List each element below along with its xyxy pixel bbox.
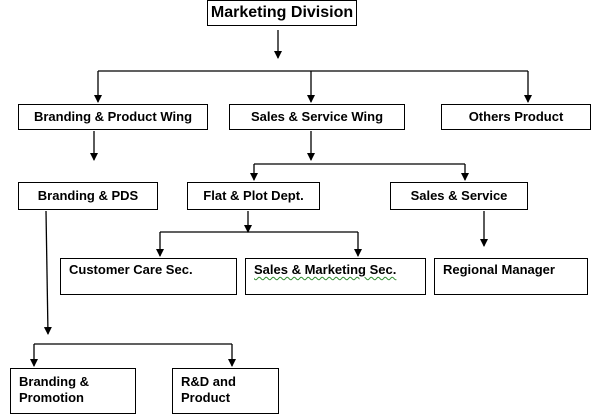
node-label: Customer Care Sec. bbox=[69, 262, 193, 277]
node-label-line1: Branding & bbox=[19, 374, 90, 389]
node-label: Sales & Service Wing bbox=[250, 109, 384, 124]
node-label: Flat & Plot Dept. bbox=[203, 188, 304, 203]
node-label: Branding & Product Wing bbox=[33, 109, 193, 124]
node-label-line2: Promotion bbox=[19, 390, 84, 405]
node-label: Sales & Marketing Sec. bbox=[254, 262, 397, 277]
node-customer-care-sec: Customer Care Sec. bbox=[60, 258, 237, 295]
node-label: Sales & Service bbox=[410, 188, 508, 203]
node-label: Branding & PDS bbox=[37, 188, 139, 203]
node-regional-manager: Regional Manager bbox=[434, 258, 588, 295]
node-branding-pds: Branding & PDS bbox=[18, 182, 158, 210]
node-label: Others Product bbox=[468, 109, 564, 124]
node-marketing-division: Marketing Division bbox=[207, 0, 357, 26]
node-label-line1: R&D and bbox=[181, 374, 236, 389]
node-branding-product-wing: Branding & Product Wing bbox=[18, 104, 208, 130]
long-line-branding-pds bbox=[43, 210, 52, 335]
node-sales-marketing-sec: Sales & Marketing Sec. bbox=[245, 258, 426, 295]
node-flat-plot-dept: Flat & Plot Dept. bbox=[187, 182, 320, 210]
node-others-product: Others Product bbox=[441, 104, 591, 130]
node-sales-service-wing: Sales & Service Wing bbox=[229, 104, 405, 130]
node-label-line2: Product bbox=[181, 390, 231, 405]
node-branding-promotion: Branding & Promotion bbox=[10, 368, 136, 414]
node-rd-product: R&D and Product bbox=[172, 368, 279, 414]
node-label: Regional Manager bbox=[443, 262, 555, 277]
node-sales-service: Sales & Service bbox=[390, 182, 528, 210]
node-label: Marketing Division bbox=[210, 4, 354, 21]
